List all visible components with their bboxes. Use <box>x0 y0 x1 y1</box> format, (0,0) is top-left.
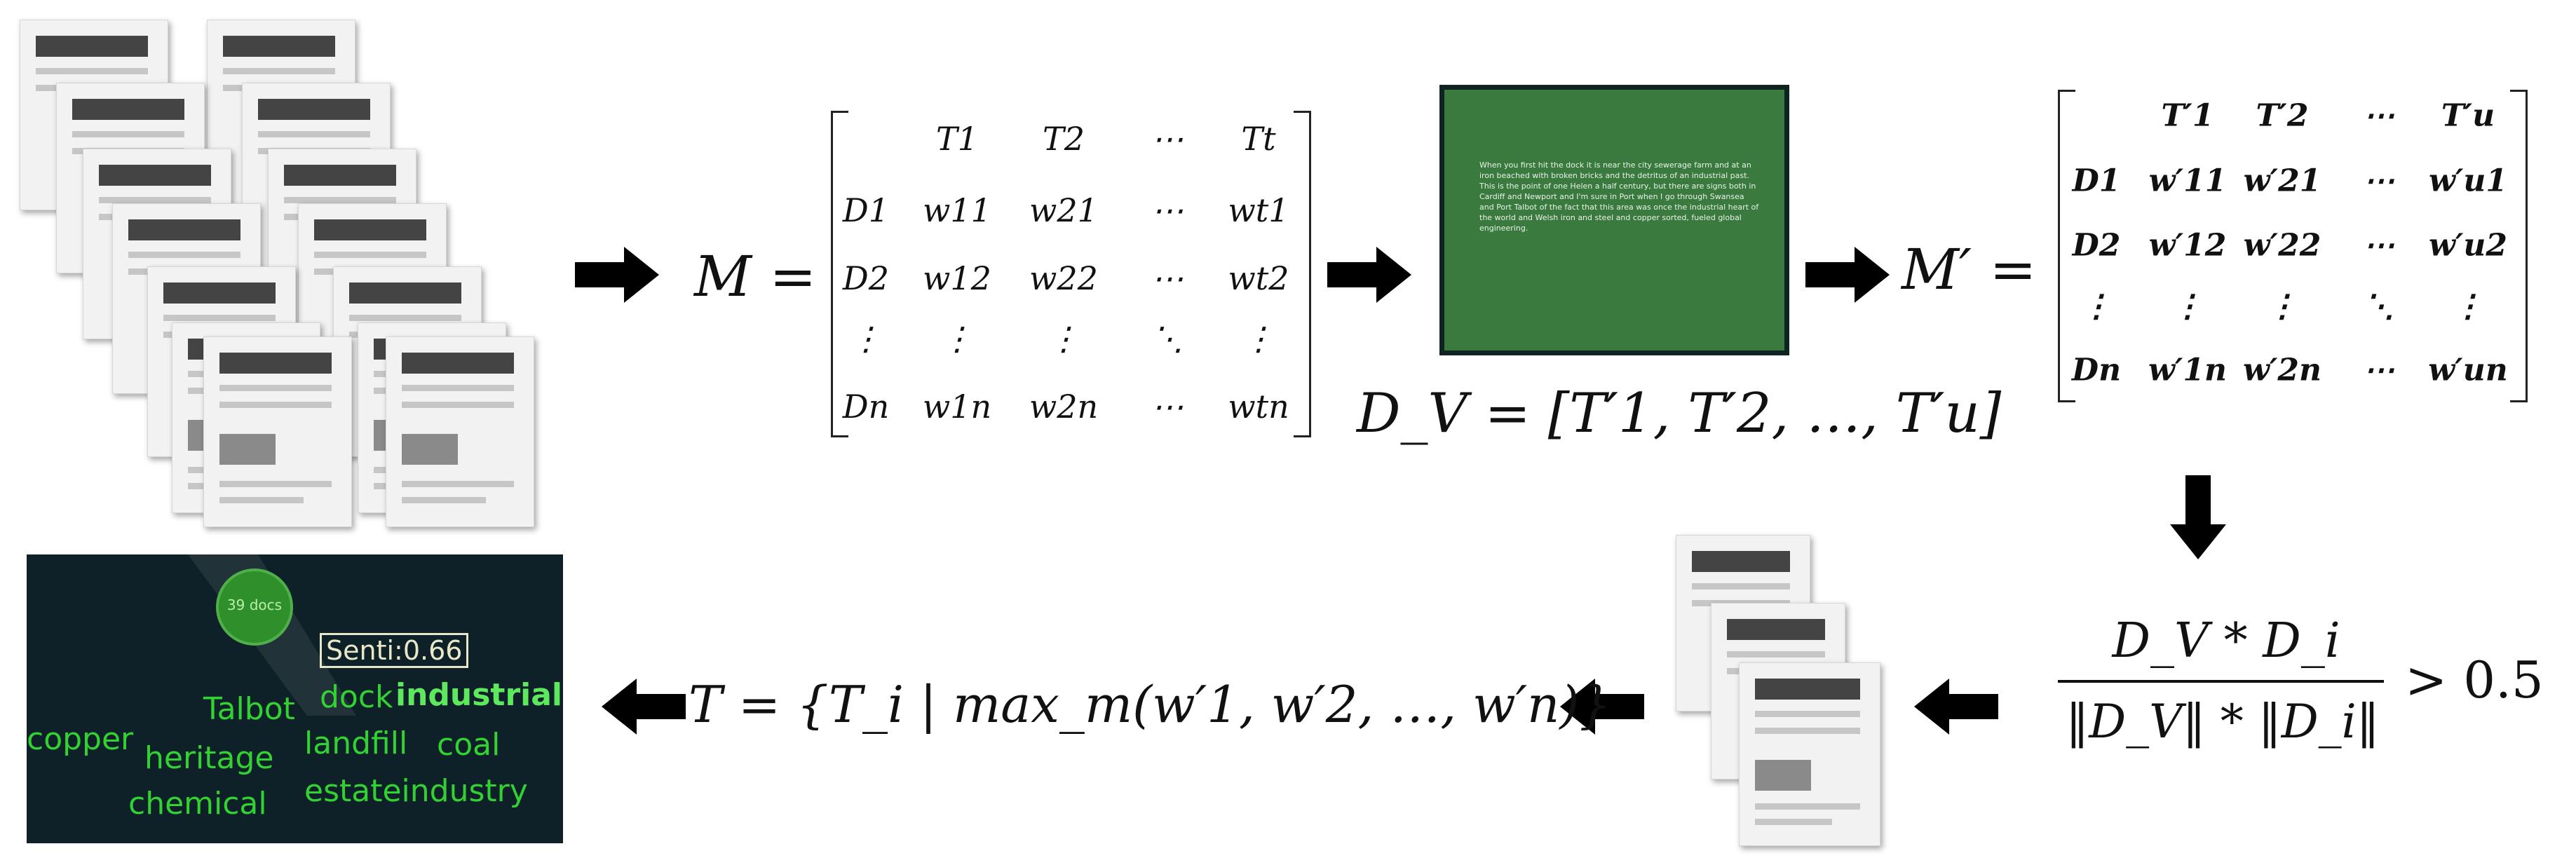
topic-formula: T = {T_i | max_m(w′1, w′2, …, w′n)} <box>689 675 1612 734</box>
arrow-left-icon <box>1914 679 1998 735</box>
arrow-left-icon <box>602 679 686 735</box>
matrix-cell: ⋮ <box>2081 288 2112 325</box>
doc-count-circle <box>216 568 293 646</box>
matrix-m-left-bracket <box>831 111 848 437</box>
matrix-m-lhs: M = <box>694 244 817 309</box>
document-icon <box>1739 662 1880 846</box>
matrix-cell: Dn <box>2071 352 2122 388</box>
arrow-right-icon <box>1805 247 1890 303</box>
matrix-cell: ⋯ <box>1151 259 1184 297</box>
matrix-cell: w′21 <box>2243 163 2321 199</box>
matrix-cell: ⋯ <box>2364 163 2394 199</box>
matrix-cell: ⋯ <box>2364 227 2394 264</box>
sentiment-label: Senti:0.66 <box>320 633 469 668</box>
matrix-cell: ⋱ <box>2364 288 2394 325</box>
matrix-m-prime-right-bracket <box>2510 90 2528 402</box>
text-visualization-panel: When you first hit the dock it is near t… <box>1439 85 1789 355</box>
matrix-cell: ⋮ <box>850 320 882 357</box>
word-talbot: Talbot <box>203 691 295 727</box>
matrix-cell: w′un <box>2428 352 2508 388</box>
word-landfill: landfill <box>304 726 408 761</box>
matrix-m-right-bracket <box>1294 111 1311 437</box>
word-chemical: chemical <box>128 786 267 822</box>
matrix-cell: D1 <box>2072 163 2121 199</box>
matrix-cell: wt1 <box>1228 191 1289 229</box>
matrix-cell: w1n <box>922 388 992 425</box>
matrix-header-cell: T′2 <box>2256 97 2309 134</box>
similarity-numerator: D_V * D_i <box>2112 613 2340 669</box>
word-coal: coal <box>437 727 501 763</box>
arrow-down-icon <box>2170 475 2226 559</box>
word-copper: copper <box>27 721 134 757</box>
arrow-right-icon <box>1327 247 1411 303</box>
matrix-cell: ⋮ <box>1242 320 1275 357</box>
matrix-header-cell: T2 <box>1043 120 1085 158</box>
document-icon <box>203 336 352 527</box>
matrix-header-cell: ⋯ <box>1151 120 1184 158</box>
matrix-cell: w11 <box>923 191 991 229</box>
matrix-header-cell: T1 <box>936 120 978 158</box>
word-cloud-panel: 39 docs Senti:0.66 Talbot dock industria… <box>27 554 563 843</box>
dv-formula: D_V = [T′1, T′2, …, T′u] <box>1357 382 2002 445</box>
word-estateindustry: estateindustry <box>304 773 528 809</box>
doc-count-label: 39 docs <box>226 597 283 613</box>
matrix-cell: w′u1 <box>2428 163 2508 199</box>
matrix-cell: w′12 <box>2148 227 2227 264</box>
matrix-cell: wt2 <box>1228 259 1289 297</box>
matrix-header-cell: ⋯ <box>2364 97 2394 134</box>
matrix-cell: w′22 <box>2243 227 2321 264</box>
matrix-cell: D2 <box>842 259 890 297</box>
matrix-cell: w22 <box>1029 259 1098 297</box>
text-visualization-content: When you first hit the dock it is near t… <box>1479 161 1759 233</box>
matrix-cell: ⋯ <box>1151 388 1184 425</box>
matrix-header-cell: T′u <box>2441 97 2495 134</box>
matrix-cell: D2 <box>2072 227 2121 264</box>
matrix-cell: ⋮ <box>941 320 973 357</box>
matrix-cell: w21 <box>1029 191 1098 229</box>
matrix-cell: ⋮ <box>2267 288 2298 325</box>
matrix-cell: Dn <box>842 388 890 425</box>
arrow-left-icon <box>1560 679 1644 735</box>
matrix-m-prime-left-bracket <box>2058 90 2075 402</box>
matrix-cell: w′11 <box>2148 163 2227 199</box>
matrix-cell: ⋮ <box>2172 288 2203 325</box>
matrix-cell: w2n <box>1029 388 1099 425</box>
document-icon <box>386 336 534 527</box>
matrix-cell: wtn <box>1228 388 1289 425</box>
similarity-threshold: > 0.5 <box>2405 651 2544 709</box>
matrix-cell: ⋮ <box>1048 320 1080 357</box>
matrix-cell: w′u2 <box>2428 227 2508 264</box>
matrix-cell: ⋯ <box>2364 352 2394 388</box>
word-dock: dock <box>320 679 393 715</box>
matrix-cell: D1 <box>842 191 890 229</box>
matrix-m-prime-lhs: M′ = <box>1902 237 2037 302</box>
matrix-cell: w′1n <box>2148 352 2228 388</box>
matrix-header-cell: Tt <box>1241 120 1276 158</box>
fraction-bar <box>2058 680 2384 683</box>
matrix-header-cell: T′1 <box>2161 97 2214 134</box>
matrix-cell: ⋮ <box>2453 288 2483 325</box>
matrix-cell: w′2n <box>2242 352 2322 388</box>
matrix-cell: ⋱ <box>1151 320 1184 357</box>
similarity-denominator: ‖D_V‖ * ‖D_i‖ <box>2066 695 2380 749</box>
word-industrial: industrial <box>395 677 563 713</box>
matrix-cell: ⋯ <box>1151 191 1184 229</box>
arrow-right-icon <box>575 247 659 303</box>
word-heritage: heritage <box>144 740 274 776</box>
matrix-cell: w12 <box>923 259 991 297</box>
